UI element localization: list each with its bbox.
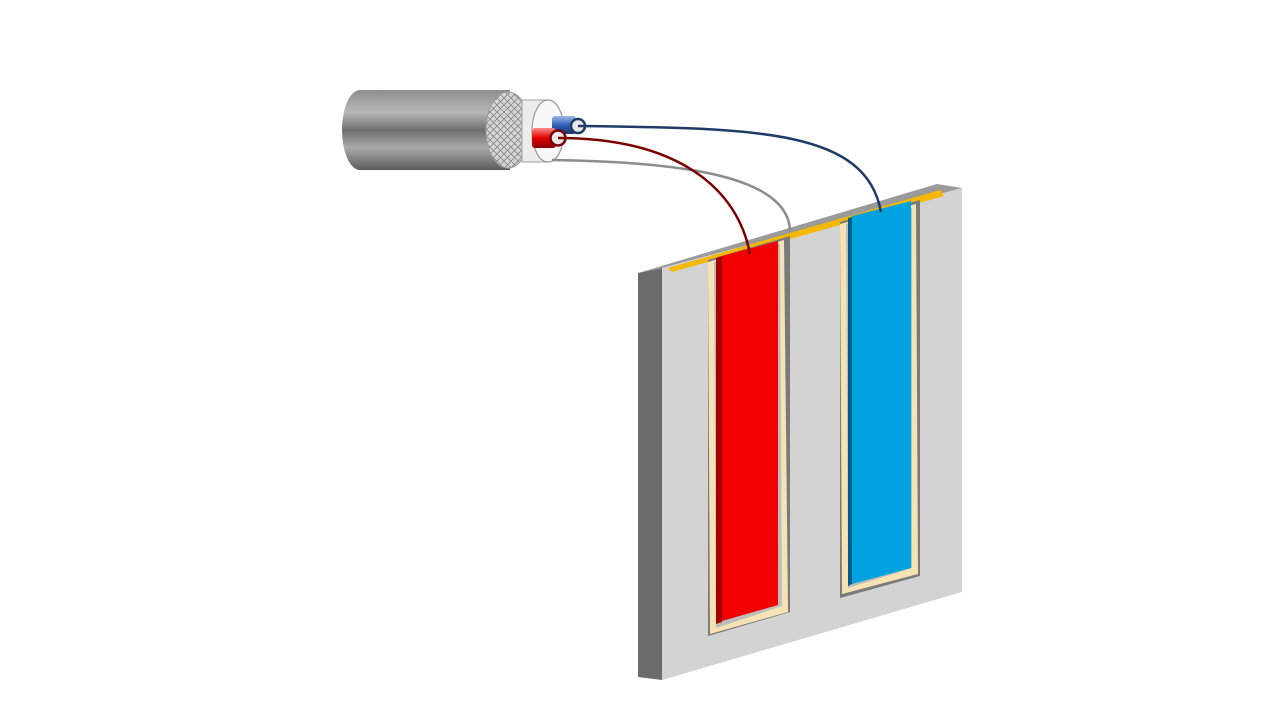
- coaxial-cable: [342, 90, 587, 170]
- red-electrode: [716, 241, 778, 624]
- red-conductor-sleeve: [532, 128, 556, 148]
- blue-lead-wire: [577, 124, 883, 213]
- red-electrode-face: [722, 241, 778, 621]
- connection-wires: [551, 124, 883, 255]
- cable-jacket: [342, 90, 510, 170]
- red-lead-wire: [557, 136, 752, 255]
- blue-electrode: [848, 201, 911, 586]
- board-side-face: [638, 268, 662, 680]
- blue-electrode-side: [848, 217, 852, 586]
- blue-electrode-face: [852, 201, 911, 584]
- red-electrode-side: [716, 256, 722, 624]
- gray-shield-wire: [551, 158, 792, 233]
